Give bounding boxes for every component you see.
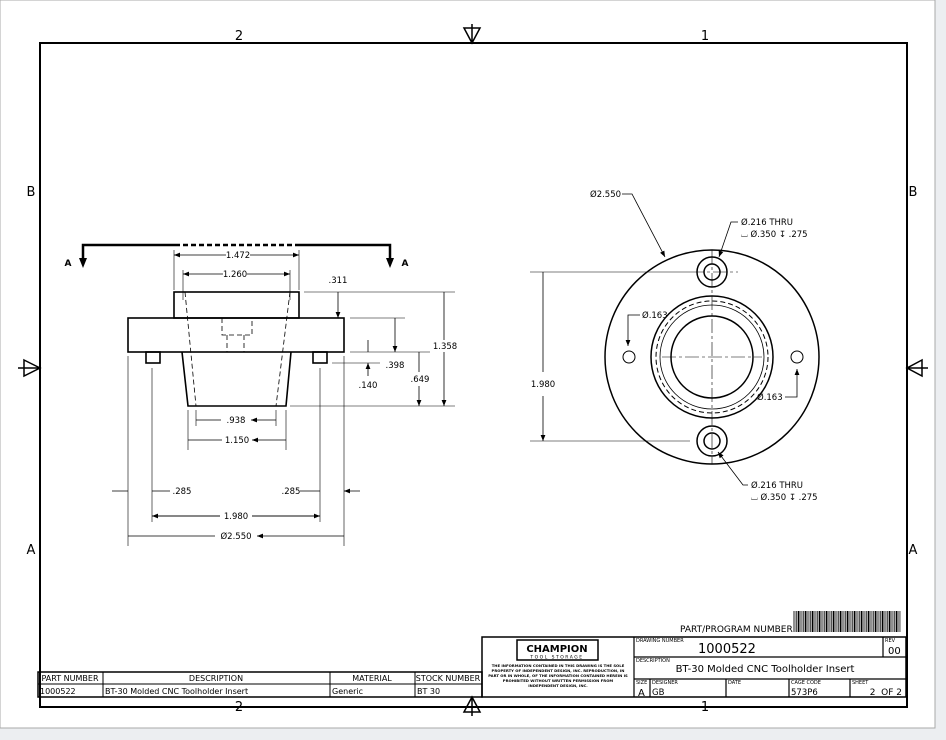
notice-line: PROPERTY OF INDEPENDENT DESIGN, INC. REP… [492,668,625,673]
logo-sub: TOOL STORAGE [529,655,583,661]
zone-bottom-1: 1 [701,700,709,715]
zone-bottom-2: 2 [235,700,243,715]
notice-line: PROHIBITED WITHOUT WRITTEN PERMISSION FR… [503,678,614,683]
dim-649: .649 [411,375,430,385]
parts-header-description: DESCRIPTION [189,674,243,683]
zone-right-a: A [909,543,918,558]
dim-285-right: .285 [282,487,301,497]
centering-marks [18,24,928,716]
dim-1150: 1.150 [225,436,249,446]
center-mark-right-icon [905,358,928,378]
center-mark-left-icon [18,358,42,378]
hole-top-callout-1: Ø.216 THRU [741,217,793,228]
description-label: DESCRIPTION [636,658,670,664]
dim-311: .311 [329,276,348,286]
barcode-icon [793,611,901,632]
pin-right-callout: Ø.163 [757,392,783,403]
zone-labels: 2 1 2 1 B A B A [27,29,918,715]
zone-top-2: 2 [235,29,243,44]
sheet-label: SHEET [852,680,869,686]
part-outline [127,291,345,407]
dim-bolt-spacing: 1.980 [531,380,555,390]
designer-label: DESIGNER [652,680,678,686]
hole-top-callout-2: ⌴ Ø.350 ↧ .275 [741,229,808,240]
size-label: SIZE [636,680,647,686]
dim-140: .140 [359,381,378,391]
zone-left-b: B [27,185,36,200]
dim-2550: Ø2.550 [220,531,251,542]
notice-line: INDEPENDENT DESIGN, INC. [528,683,588,688]
champion-logo: CHAMPION TOOL STORAGE [516,639,599,661]
cage-code-value: 573P6 [791,688,818,698]
size-value: A [638,688,645,699]
paper [0,0,936,729]
dim-outer-dia: Ø2.550 [590,189,621,200]
parts-cell-description: BT-30 Molded CNC Toolholder Insert [105,687,248,696]
top-view: 1.980 Ø2.550 Ø.216 THRU ⌴ Ø.350 ↧ .275 Ø… [530,189,820,503]
hole-bottom-callout-2: ⌴ Ø.350 ↧ .275 [751,492,818,503]
pin-left-callout: Ø.163 [642,310,668,321]
drawing-description: BT-30 Molded CNC Toolholder Insert [676,664,855,675]
zone-top-1: 1 [701,29,709,44]
dim-1260: 1.260 [223,270,247,280]
logo-main: CHAMPION [526,644,587,655]
dim-1980: 1.980 [224,512,248,522]
dim-1358: 1.358 [433,342,457,352]
zone-right-b: B [909,185,918,200]
designer-value: GB [652,688,665,698]
notice-line: PART OR IN WHOLE, OF THE INFORMATION CON… [488,673,628,678]
dim-1472: 1.472 [226,251,250,261]
sheet-value: 2 OF 2 [870,688,902,698]
center-mark-top-icon [462,24,482,45]
proprietary-notice: THE INFORMATION CONTAINED IN THIS DRAWIN… [488,663,628,688]
hole-bottom-callout-1: Ø.216 THRU [751,480,803,491]
notice-line: THE INFORMATION CONTAINED IN THIS DRAWIN… [492,663,625,668]
section-label-left: A [65,259,72,269]
center-mark-bottom-icon [462,695,482,716]
parts-cell-part-number: 1000522 [40,687,76,696]
rev-value: 00 [888,646,901,657]
parts-cell-stock-number: BT 30 [417,687,440,696]
dim-398: .398 [386,361,405,371]
parts-header-stock-number: STOCK NUMBER [416,674,481,683]
zone-left-a: A [27,543,36,558]
section-view: A A [65,243,457,546]
title-block: CHAMPION TOOL STORAGE THE INFORMATION CO… [481,636,907,699]
dim-938: .938 [227,416,246,426]
cage-code-label: CAGE CODE [791,680,821,686]
parts-cell-material: Generic [332,687,363,696]
section-label-right: A [402,259,409,269]
dim-285-left: .285 [173,487,192,497]
border-frame [39,42,908,708]
part-program-label: PART/PROGRAM NUMBER: [680,625,796,635]
parts-header-part-number: PART NUMBER [41,674,98,683]
drawing-number-label: DRAWING NUMBER [636,638,684,644]
drawing-number: 1000522 [698,642,756,657]
date-label: DATE [728,680,741,686]
parts-header-material: MATERIAL [352,674,392,683]
hidden-lines [184,291,291,407]
rev-label: REV [885,638,896,644]
